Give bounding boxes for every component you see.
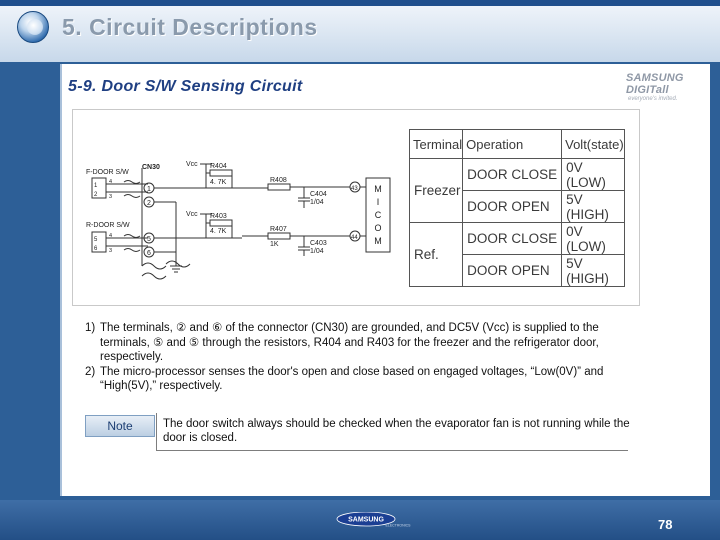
r-sw-pin-6: 6	[94, 246, 98, 252]
c403-label: C403	[310, 240, 327, 247]
table-header-row: Terminal Operation Volt(state)	[408, 129, 625, 159]
micom-letter-m2: M	[374, 236, 382, 246]
operation-cell: DOOR CLOSE	[462, 222, 563, 255]
note-label: Note	[85, 415, 155, 437]
description-text: The micro-processor senses the door's op…	[100, 365, 604, 393]
r-sw-term-3: 3	[109, 248, 112, 254]
r407-value: 1K	[270, 241, 279, 248]
logo-main-text: SAMSUNG DIGITall	[626, 72, 684, 96]
pin-43-label: 43	[351, 186, 358, 192]
description-item-2: 2) The micro-processor senses the door's…	[85, 365, 645, 394]
volt-cell: 0V (LOW)	[561, 222, 625, 255]
f-sw-pin-1: 1	[94, 183, 98, 189]
note-divider-vertical	[156, 413, 157, 451]
terminal-ref: Ref.	[408, 222, 464, 287]
cn30-pin-5: 5	[147, 236, 151, 243]
table-row: Freezer DOOR CLOSE 0V (LOW)	[408, 158, 625, 223]
r403-label: R403	[210, 213, 227, 220]
cn30-label: CN30	[142, 164, 160, 171]
operation-cell: DOOR OPEN	[462, 190, 563, 223]
terminal-freezer: Freezer	[408, 158, 464, 223]
description-list: 1) The terminals, ② and ⑥ of the connect…	[85, 321, 645, 394]
micom-letter-o: O	[374, 223, 381, 233]
description-number: 1)	[85, 322, 96, 334]
r-sw-pin-5: 5	[94, 237, 98, 243]
f-sw-term-4: 4	[109, 179, 112, 185]
c404-value: 1/04	[310, 199, 324, 206]
r404-label: R404	[210, 163, 227, 170]
description-text: The terminals, ② and ⑥ of the connector …	[100, 322, 599, 363]
r407-label: R407	[270, 226, 287, 233]
table-row: Ref. DOOR CLOSE 0V (LOW)	[408, 222, 625, 287]
f-sw-term-3: 3	[109, 194, 112, 200]
table-row: DOOR OPEN 5V (HIGH)	[410, 254, 625, 287]
header-operation: Operation	[462, 129, 563, 159]
micom-letter-c: C	[375, 210, 382, 220]
micom-letter-i: I	[377, 197, 380, 207]
pin-44-label: 44	[351, 235, 358, 241]
header-terminal: Terminal	[408, 129, 464, 159]
note-divider-horizontal	[156, 450, 628, 451]
r-door-label: R-DOOR S/W	[86, 222, 130, 229]
footer-brand-sub: ELECTRONICS	[386, 524, 412, 528]
footer-brand: SAMSUNG	[348, 517, 384, 524]
f-sw-pin-2: 2	[94, 192, 98, 198]
operation-cell: DOOR CLOSE	[462, 158, 563, 191]
page-number: 78	[658, 517, 673, 532]
r408-label: R408	[270, 177, 287, 184]
volt-cell: 5V (HIGH)	[561, 254, 625, 287]
volt-cell: 0V (LOW)	[561, 158, 625, 191]
operation-cell: DOOR OPEN	[462, 254, 563, 287]
description-item-1: 1) The terminals, ② and ⑥ of the connect…	[85, 321, 645, 365]
r403-value: 4. 7K	[210, 228, 227, 235]
f-door-label: F-DOOR S/W	[86, 169, 129, 176]
title-bullet-icon	[17, 11, 49, 43]
micom-letter-m: M	[374, 184, 382, 194]
r404-value: 4. 7K	[210, 179, 227, 186]
logo-tagline: everyone's invited.	[628, 96, 678, 102]
volt-cell: 5V (HIGH)	[561, 190, 625, 223]
vcc-label-1: Vcc	[186, 161, 198, 168]
vcc-label-2: Vcc	[186, 211, 198, 218]
header-volt-state: Volt(state)	[561, 129, 625, 159]
c404-label: C404	[310, 191, 327, 198]
header-band	[0, 0, 720, 62]
c403-value: 1/04	[310, 248, 324, 255]
door-switch-schematic: F-DOOR S/W R-DOOR S/W CN30 Vcc Vcc R404 …	[86, 161, 391, 280]
description-number: 2)	[85, 365, 96, 378]
r-sw-term-4: 4	[109, 233, 112, 239]
door-state-table: Terminal Operation Volt(state) Freezer D…	[408, 129, 625, 287]
cn30-pin-2: 2	[147, 200, 151, 207]
note-text: The door switch always should be checked…	[163, 418, 630, 444]
cn30-pin-1: 1	[147, 186, 151, 193]
header-stripe	[0, 0, 720, 6]
cn30-pin-6: 6	[147, 250, 151, 257]
section-title: 5-9. Door S/W Sensing Circuit	[68, 78, 303, 95]
samsung-electronics-logo: SAMSUNG ELECTRONICS	[336, 512, 412, 528]
table-row: DOOR OPEN 5V (HIGH)	[410, 190, 625, 223]
samsung-digitall-logo: SAMSUNG DIGITall everyone's invited.	[626, 72, 720, 102]
page-title: 5. Circuit Descriptions	[62, 14, 318, 40]
